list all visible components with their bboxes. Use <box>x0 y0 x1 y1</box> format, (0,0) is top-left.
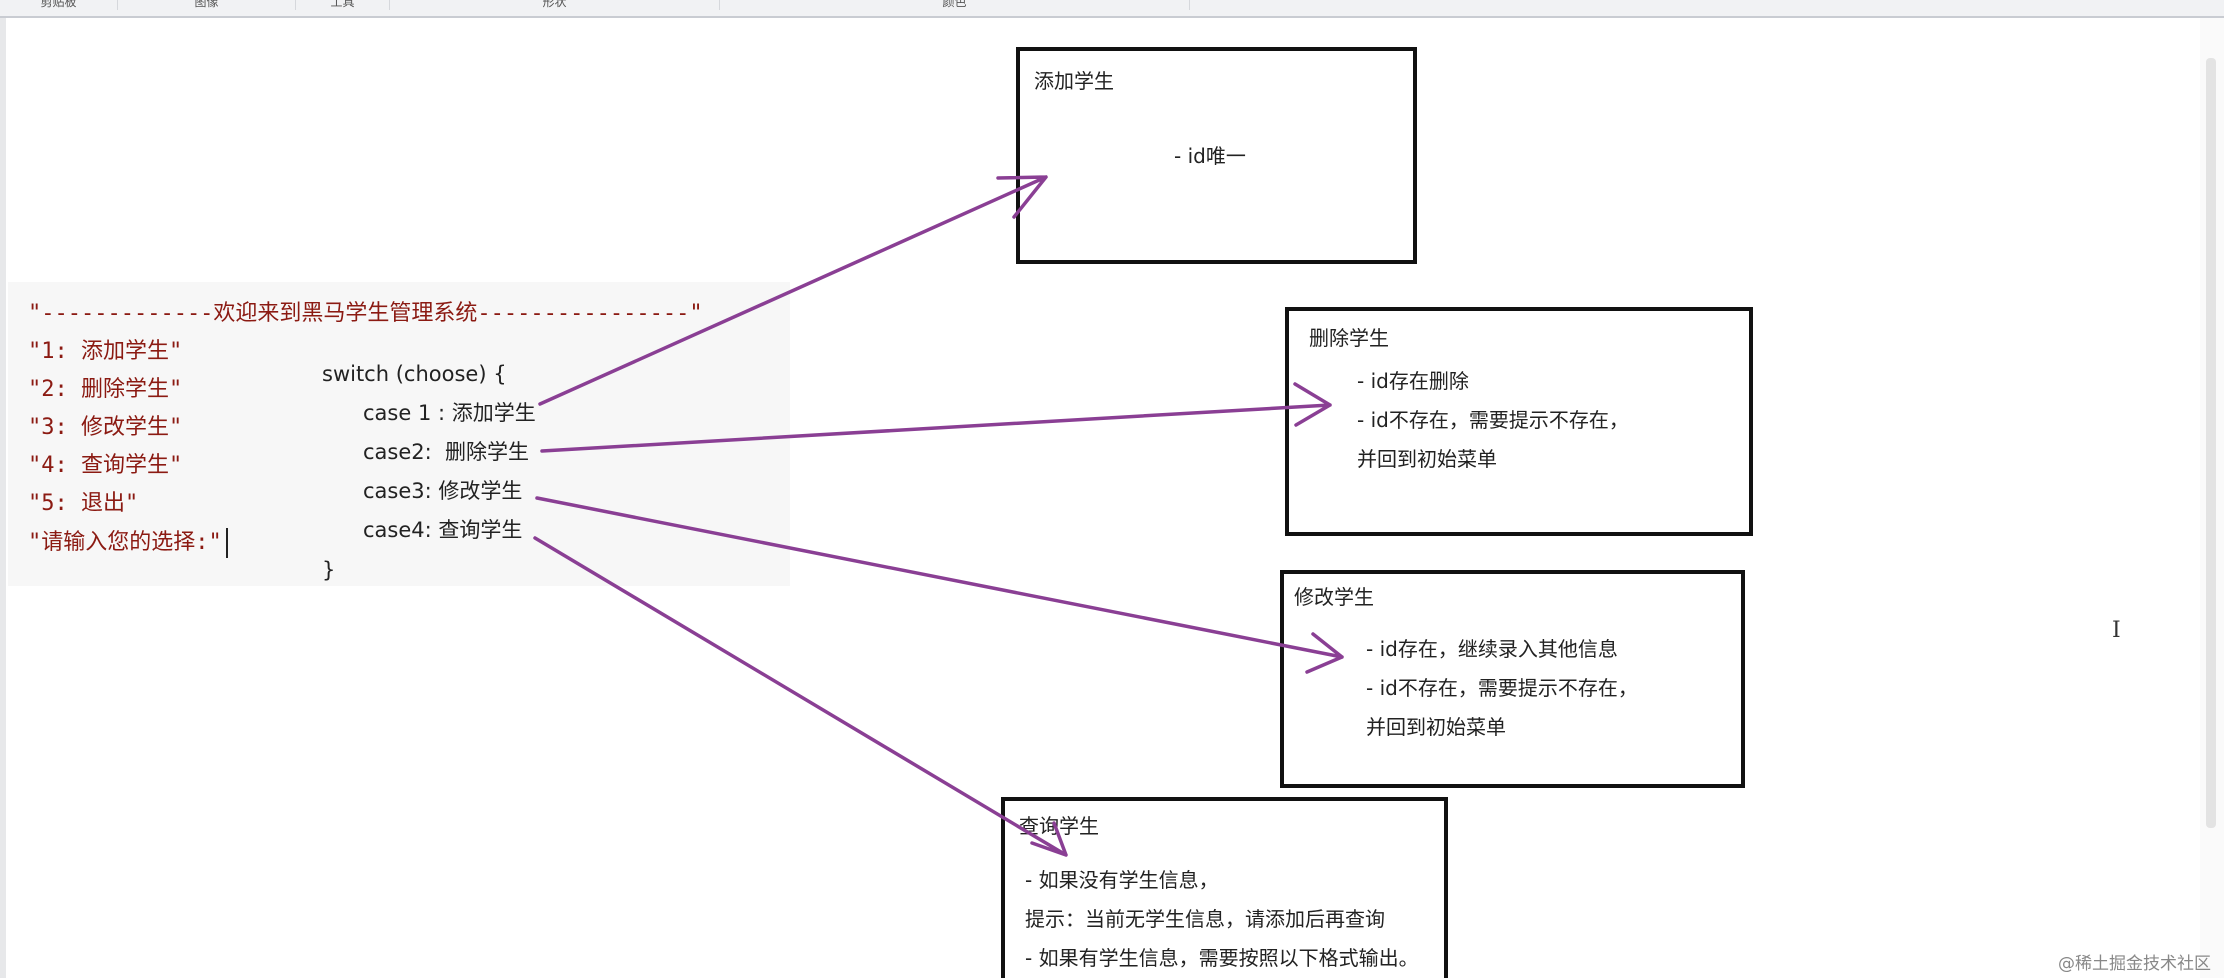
code-line-option-2: "2: 删除学生" <box>28 377 183 402</box>
ribbon-group-tools[interactable]: 工具 <box>296 0 390 10</box>
box-query-student[interactable]: 查询学生 - 如果没有学生信息， 提示：当前无学生信息，请添加后再查询 - 如果… <box>1001 797 1448 978</box>
code-line-welcome: "-------------欢迎来到黑马学生管理系统--------------… <box>28 301 703 326</box>
box-query-line-1: - 如果没有学生信息， <box>1025 868 1219 892</box>
code-line-option-5: "5: 退出" <box>28 491 139 516</box>
box-delete-line-2: - id不存在，需要提示不存在， <box>1357 408 1629 432</box>
switch-case-3: case3: 修改学生 <box>363 479 523 503</box>
ribbon-group-colors[interactable]: 颜色 <box>720 0 1190 10</box>
ribbon-bar: 剪贴板 图像 工具 形状 颜色 <box>0 0 2224 18</box>
ribbon-group-image[interactable]: 图像 <box>118 0 296 10</box>
box-delete-student[interactable]: 删除学生 - id存在删除 - id不存在，需要提示不存在， 并回到初始菜单 <box>1285 307 1753 536</box>
box-query-line-2: 提示：当前无学生信息，请添加后再查询 <box>1025 907 1385 931</box>
box-add-line-1: - id唯一 <box>1174 144 1246 168</box>
box-modify-student[interactable]: 修改学生 - id存在，继续录入其他信息 - id不存在，需要提示不存在， 并回… <box>1280 570 1745 788</box>
code-line-option-3: "3: 修改学生" <box>28 415 183 440</box>
ribbon-group-clipboard[interactable]: 剪贴板 <box>0 0 118 10</box>
scrollbar-thumb[interactable] <box>2206 58 2216 828</box>
code-line-prompt: "请输入您的选择:" <box>28 528 228 558</box>
box-modify-line-2: - id不存在，需要提示不存在， <box>1366 676 1638 700</box>
box-add-student[interactable]: 添加学生 - id唯一 <box>1016 47 1417 264</box>
box-delete-line-1: - id存在删除 <box>1357 369 1469 393</box>
box-delete-title: 删除学生 <box>1309 326 1389 350</box>
switch-case-4: case4: 查询学生 <box>363 518 523 542</box>
ribbon-group-shapes[interactable]: 形状 <box>390 0 720 10</box>
switch-case-2: case2: 删除学生 <box>363 440 530 464</box>
switch-header: switch (choose) { <box>322 362 507 386</box>
box-add-title: 添加学生 <box>1034 69 1114 93</box>
text-cursor-icon: I <box>2112 618 2121 643</box>
box-modify-line-3: 并回到初始菜单 <box>1366 715 1506 739</box>
box-query-line-3: - 如果有学生信息，需要按照以下格式输出。 <box>1025 946 1419 970</box>
code-line-option-4: "4: 查询学生" <box>28 453 183 478</box>
watermark: @稀土掘金技术社区 <box>2058 954 2211 974</box>
vertical-scrollbar[interactable] <box>2200 18 2224 978</box>
box-query-title: 查询学生 <box>1019 814 1099 838</box>
box-modify-title: 修改学生 <box>1294 585 1374 609</box>
box-delete-line-3: 并回到初始菜单 <box>1357 447 1497 471</box>
switch-closing-brace: } <box>322 558 336 582</box>
switch-case-1: case 1 : 添加学生 <box>363 401 536 425</box>
canvas-left-edge <box>0 18 6 978</box>
text-caret <box>225 528 228 558</box>
box-modify-line-1: - id存在，继续录入其他信息 <box>1366 637 1618 661</box>
code-line-option-1: "1: 添加学生" <box>28 339 183 364</box>
prompt-text: "请输入您的选择:" <box>28 530 222 555</box>
